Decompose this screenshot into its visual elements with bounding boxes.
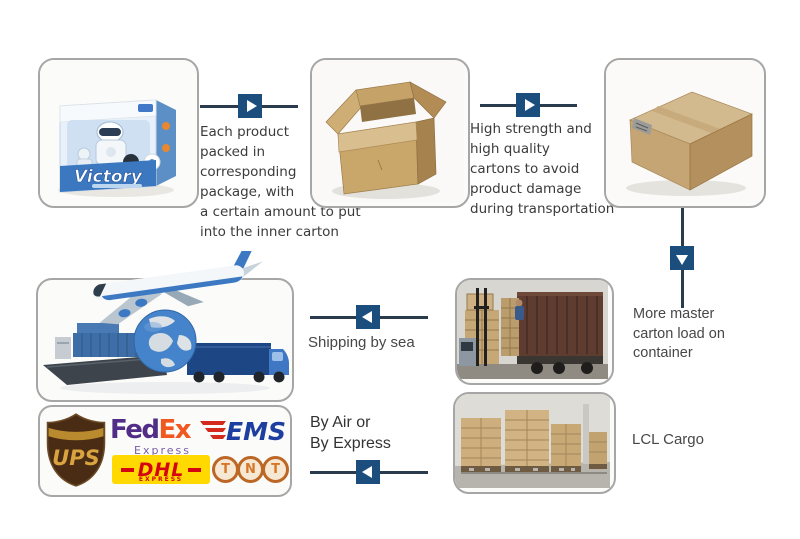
tnt-letter: N — [237, 456, 264, 483]
product-package-photo: Victory — [38, 58, 199, 208]
step2-caption: High strength and high quality cartons t… — [470, 121, 615, 217]
victory-toy-box-illustration: Victory — [40, 60, 193, 202]
arrow-right-icon — [480, 93, 577, 117]
master-carton-caption: More master carton load on container — [633, 306, 725, 361]
tnt-letter: T — [262, 456, 289, 483]
arrow-right-square — [238, 94, 262, 118]
dhl-dash — [188, 467, 202, 472]
warehouse-cartons-illustration — [455, 394, 610, 488]
arrow-right-square — [516, 93, 540, 117]
ems-logo: EMS — [200, 419, 286, 445]
tnt-logo: T N T — [212, 456, 289, 483]
air-caption: By Air or By Express — [310, 414, 391, 452]
fedex-express-text: Express — [134, 444, 191, 457]
couriers-logos-panel: UPS FedEx Express EMS DHL EXPRESS T — [38, 405, 292, 497]
lcl-warehouse-photo — [453, 392, 616, 494]
arrow-left-icon — [310, 305, 428, 329]
dhl-logo: DHL EXPRESS — [112, 455, 210, 484]
fedex-ex-text: Ex — [158, 415, 191, 445]
closed-carton-illustration — [606, 60, 760, 202]
logistics-photo — [36, 251, 294, 402]
open-carton-illustration — [312, 60, 464, 202]
logistics-illustration — [43, 251, 289, 394]
ems-text: EMS — [226, 417, 286, 446]
fedex-logo: FedEx Express — [110, 417, 206, 457]
fedex-fed-text: Fed — [110, 415, 160, 445]
container-loading-illustration — [457, 280, 608, 379]
step1-caption: Each product packed in corresponding pac… — [200, 124, 361, 240]
ups-logo: UPS — [44, 411, 108, 489]
arrow-left-square — [356, 460, 380, 484]
container-loading-photo — [455, 278, 614, 385]
tnt-letter: T — [212, 456, 239, 483]
arrow-left-square — [356, 305, 380, 329]
arrow-down-square — [670, 246, 694, 270]
arrow-right-icon — [200, 94, 298, 118]
inner-carton-photo — [310, 58, 470, 208]
victory-brand-text: Victory — [74, 167, 143, 187]
master-carton-photo — [604, 58, 766, 208]
dhl-dash — [120, 467, 134, 472]
lcl-caption: LCL Cargo — [632, 431, 704, 448]
sea-caption: Shipping by sea — [308, 334, 415, 351]
arrow-down-icon — [670, 208, 694, 308]
dhl-express-text: EXPRESS — [138, 476, 184, 483]
dhl-text: DHL — [137, 458, 185, 481]
arrow-left-icon — [310, 460, 428, 484]
ups-text: UPS — [52, 445, 100, 470]
ems-chevron-icon — [200, 421, 226, 439]
